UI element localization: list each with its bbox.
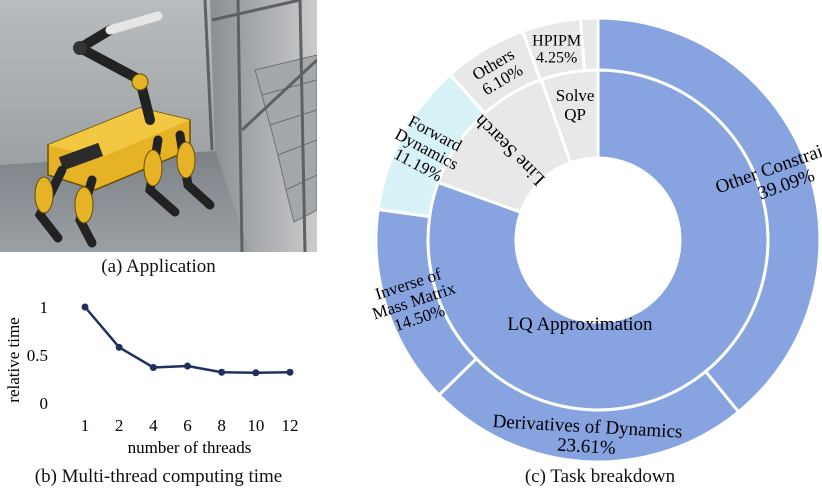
data-point (252, 369, 260, 377)
data-point (218, 368, 226, 376)
y-tick-label: 0.5 (27, 346, 48, 365)
robot-scene (0, 0, 317, 252)
outer-label: 23.61% (557, 435, 617, 459)
data-point (81, 303, 89, 311)
inner-label: LQ Approximation (507, 314, 653, 335)
data-point (184, 362, 191, 370)
x-tick-label: 4 (149, 416, 158, 435)
x-tick-label: 2 (115, 416, 124, 435)
x-tick-label: 1 (81, 416, 90, 435)
outer-label: HPIPM (532, 33, 581, 50)
outer-ring-segment (596, 16, 822, 414)
x-tick-label: 8 (217, 416, 226, 435)
y-tick-label: 1 (40, 298, 49, 317)
y-tick-label: 0 (40, 394, 49, 413)
caption-task-breakdown: (c) Task breakdown (524, 466, 676, 487)
x-tick-label: 6 (183, 416, 192, 435)
data-point (115, 343, 123, 351)
x-axis-label: number of threads (128, 438, 252, 457)
x-tick-label: 10 (247, 416, 264, 435)
application-illustration (0, 0, 317, 252)
data-point (149, 363, 157, 371)
x-tick-label: 12 (282, 416, 299, 435)
data-point (286, 368, 294, 376)
outer-label: 4.25% (536, 49, 577, 66)
caption-application: (a) Application (101, 256, 216, 277)
outer-ring-segment (578, 16, 600, 73)
y-axis-label: relative time (4, 317, 23, 402)
caption-multithread: (b) Multi-thread computing time (34, 466, 283, 487)
